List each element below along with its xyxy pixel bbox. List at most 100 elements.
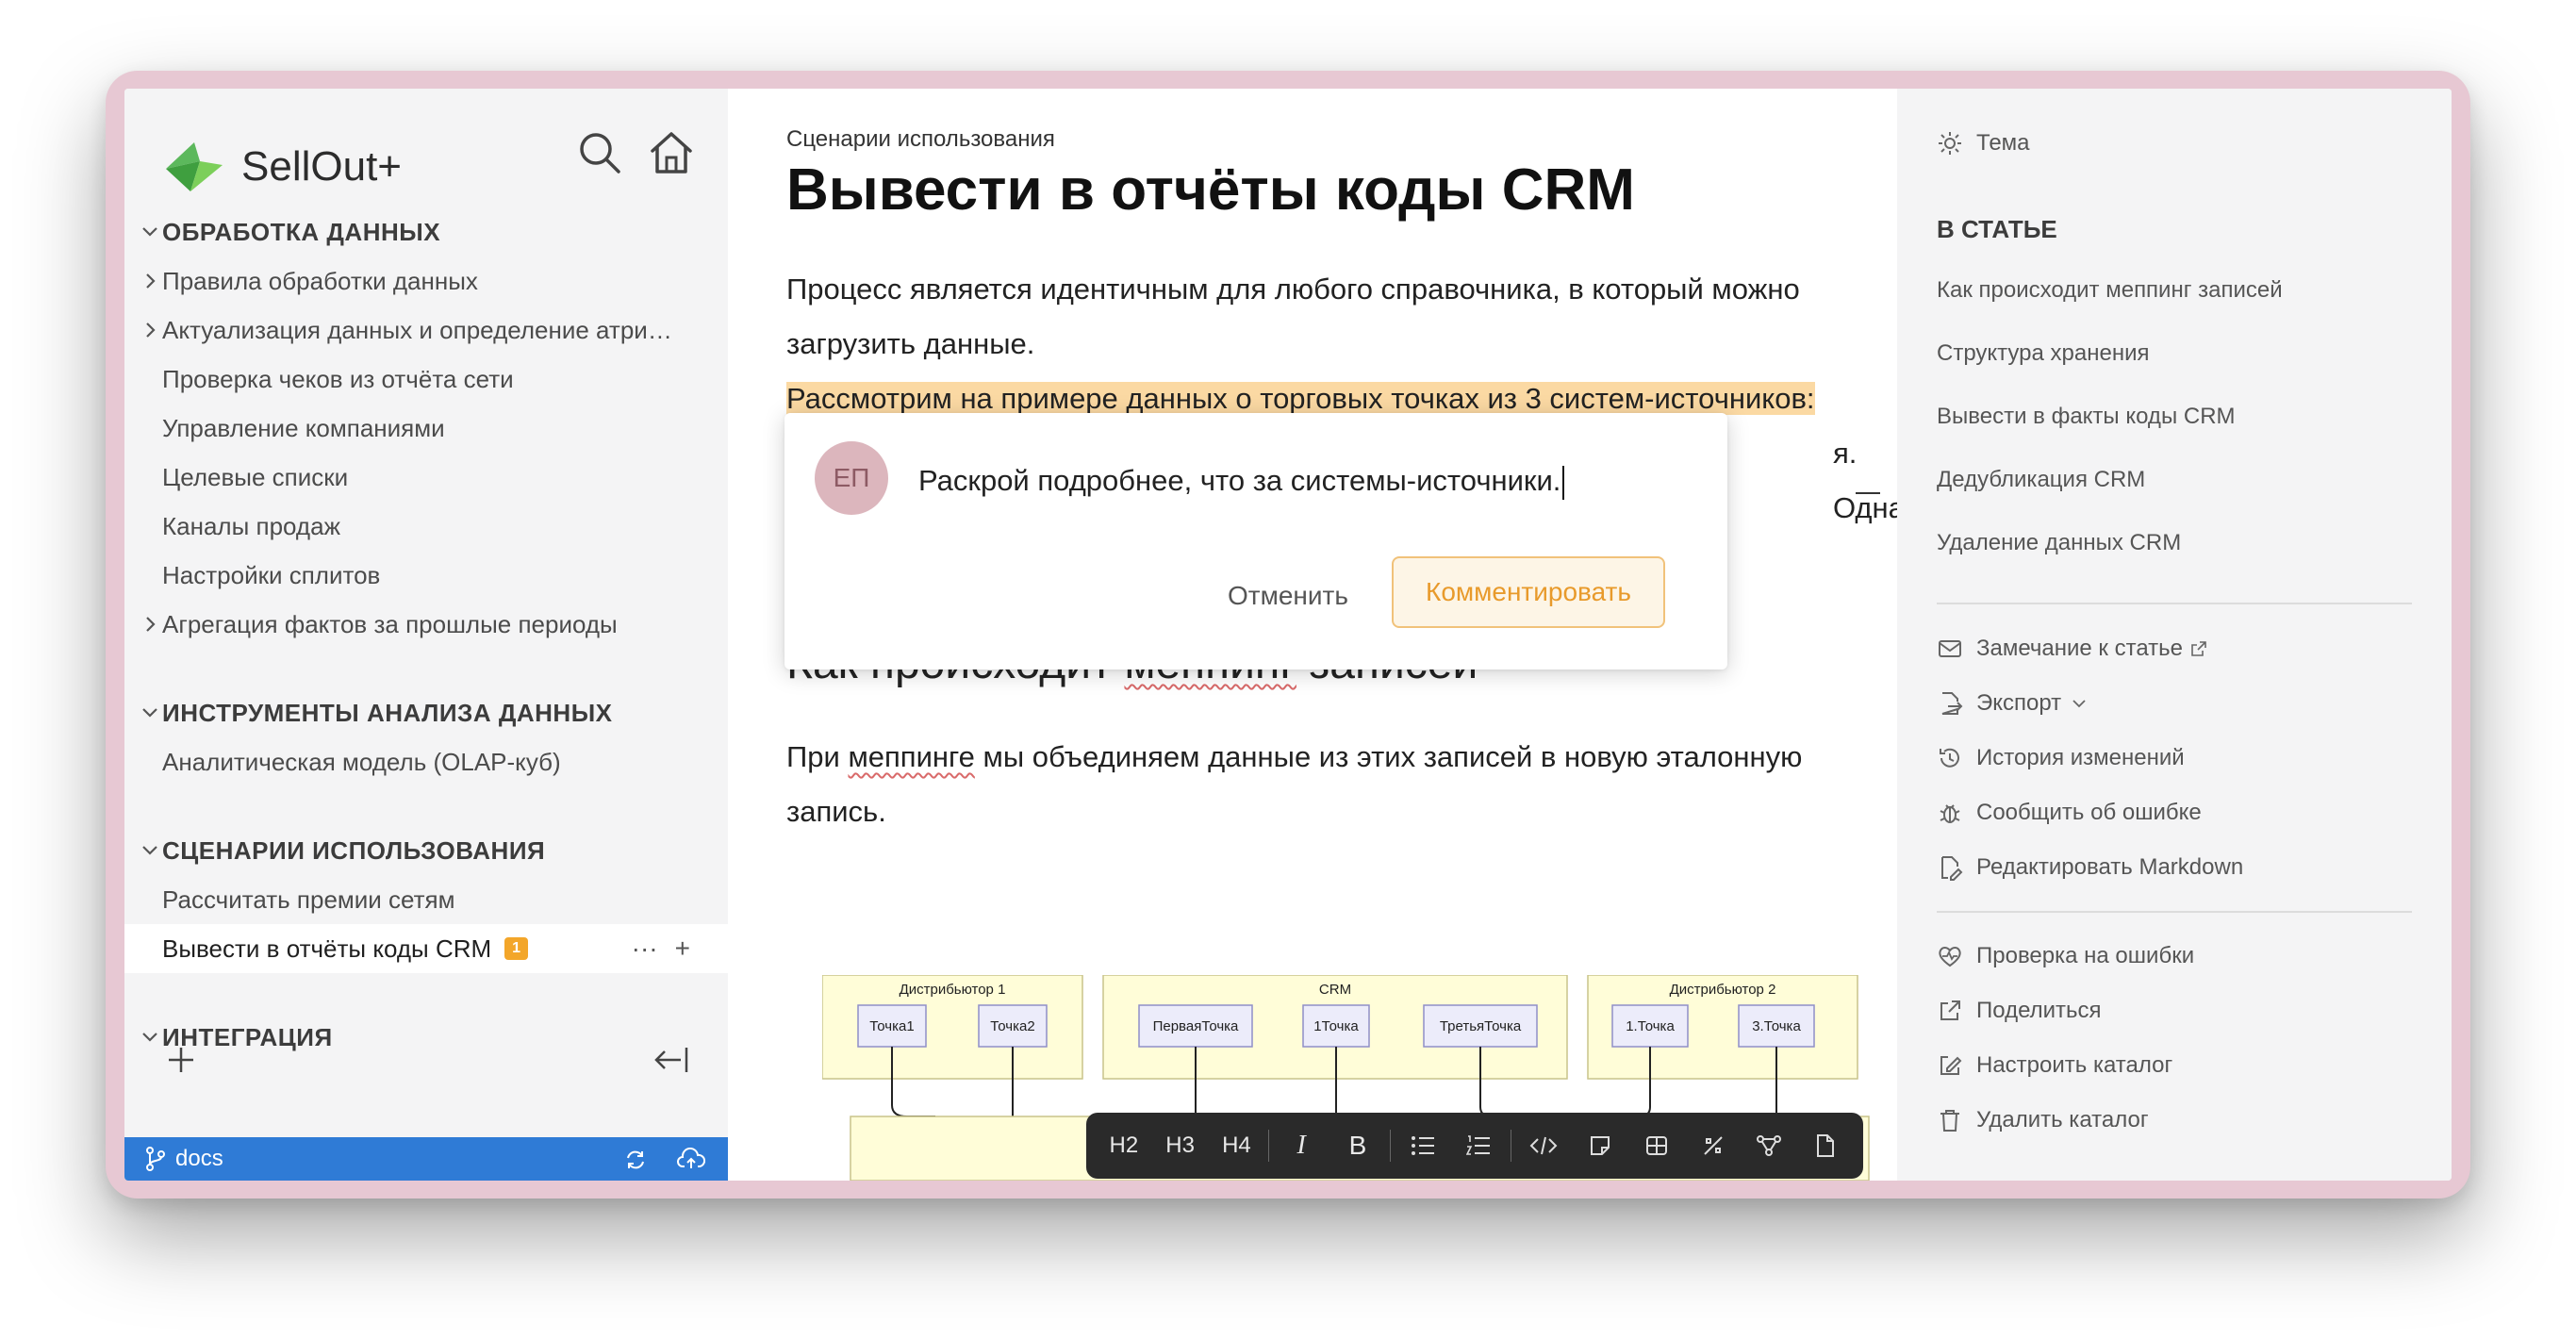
obscured-text: я. Одна (1833, 437, 1905, 524)
section-integration[interactable]: ИНТЕГРАЦИЯ (124, 1013, 728, 1062)
sidebar-item-actualization[interactable]: Актуализация данных и определение атрибу… (124, 306, 728, 355)
comment-highlight[interactable]: Рассмотрим на примере данных о торговых … (786, 382, 1815, 415)
group-title: Дистрибьютор 2 (1670, 982, 1776, 998)
section-title: ИНТЕГРАЦИЯ (162, 1022, 333, 1051)
heading-3-button[interactable]: H3 (1165, 1132, 1195, 1158)
sync-icon[interactable] (624, 1149, 647, 1171)
spellcheck-link[interactable]: Проверка на ошибки (1937, 943, 2194, 969)
heading-4-button[interactable]: H4 (1222, 1132, 1251, 1158)
history-icon (1940, 748, 1959, 768)
drawio-button[interactable] (1685, 1117, 1742, 1174)
heart-pulse-icon (1939, 947, 1961, 967)
toc-link[interactable]: Структура хранения (1937, 340, 2150, 366)
toc-link[interactable]: Удаление данных CRM (1937, 530, 2182, 555)
pencil-icon (1940, 1056, 1962, 1075)
numbered-list-button[interactable] (1451, 1117, 1508, 1174)
action-label: Проверка на ошибки (1976, 943, 2195, 968)
action-label: История изменений (1976, 745, 2185, 770)
app-window: SellOut+ ОБРАБОТКА ДАННЫХ Правила обрабо… (124, 89, 2452, 1181)
delete-catalog-link[interactable]: Удалить каталог (1937, 1107, 2149, 1133)
sidebar-item-aggregation[interactable]: Агрегация фактов за прошлые периоды (124, 600, 728, 649)
sidebar-item-sales-channels[interactable]: Каналы продаж (124, 502, 728, 551)
sidebar-item-splits[interactable]: Настройки сплитов (124, 551, 728, 600)
chevron-right-icon (146, 617, 156, 632)
toc-link[interactable]: Вывести в факты коды CRM (1937, 404, 2236, 429)
note-icon (1591, 1136, 1610, 1155)
cloud-upload-icon[interactable] (677, 1148, 705, 1172)
edit-markdown-link[interactable]: Редактировать Markdown (1937, 854, 2243, 881)
file-icon (1817, 1134, 1835, 1157)
mermaid-button[interactable] (1741, 1117, 1797, 1174)
group-title: Дистрибьютор 1 (900, 982, 1006, 998)
more-icon[interactable]: ··· (631, 934, 658, 963)
git-status-bar[interactable]: docs (124, 1137, 728, 1181)
section-data-processing[interactable]: ОБРАБОТКА ДАННЫХ (124, 207, 728, 256)
comment-input[interactable]: Раскрой подробнее, что за системы-источн… (918, 464, 1565, 500)
add-catalog-icon[interactable] (166, 1045, 196, 1075)
sidebar-item-processing-rules[interactable]: Правила обработки данных (124, 256, 728, 306)
formatting-toolbar: H2 H3 H4 I B (1086, 1113, 1863, 1179)
sidebar-item-label: Актуализация данных и определение атрибу… (162, 315, 683, 344)
toc-link[interactable]: Дедубликация CRM (1937, 467, 2146, 492)
chevron-down-icon (142, 1033, 157, 1042)
submit-comment-button[interactable]: Комментировать (1392, 556, 1665, 628)
note-button[interactable] (1572, 1117, 1628, 1174)
brand-logo-icon (166, 142, 223, 191)
heading-2-button[interactable]: H2 (1109, 1132, 1139, 1158)
sidebar-item-receipts[interactable]: Проверка чеков из отчёта сети (124, 355, 728, 404)
sidebar-item-crm-codes[interactable]: Вывести в отчёты коды CRM 1 ··· + (124, 924, 728, 973)
sun-icon (1939, 132, 1961, 155)
section-title: СЦЕНАРИИ ИСПОЛЬЗОВАНИЯ (162, 835, 546, 865)
search-icon[interactable] (575, 128, 624, 177)
sidebar-item-label: Рассчитать премии сетям (162, 884, 455, 914)
table-icon (1645, 1136, 1667, 1155)
action-label: Экспорт (1976, 690, 2062, 716)
section-use-cases[interactable]: СЦЕНАРИИ ИСПОЛЬЗОВАНИЯ (124, 826, 728, 875)
comment-popover: ЕП Раскрой подробнее, что за системы-ист… (784, 413, 1727, 670)
section-analysis-tools[interactable]: ИНСТРУМЕНТЫ АНАЛИЗА ДАННЫХ (124, 688, 728, 737)
misspelled-word[interactable]: меппинге (848, 740, 975, 773)
diagram-node: ПерваяТочка (1153, 1018, 1239, 1034)
share-link[interactable]: Поделиться (1937, 998, 2102, 1024)
article-content: Сценарии использования Вывести в отчёты … (728, 89, 1905, 1181)
row-actions: ··· + (632, 934, 690, 964)
sidebar-item-olap[interactable]: Аналитическая модель (OLAP-куб) (124, 737, 728, 786)
bullet-list-button[interactable] (1395, 1117, 1451, 1174)
export-menu[interactable]: Экспорт (1937, 690, 2088, 717)
configure-catalog-link[interactable]: Настроить каталог (1937, 1052, 2172, 1079)
italic-button[interactable]: I (1296, 1131, 1306, 1160)
diagram-node: 1Точка (1313, 1018, 1359, 1034)
brand[interactable]: SellOut+ (162, 124, 402, 209)
sidebar-item-companies[interactable]: Управление компаниями (124, 404, 728, 453)
cancel-button[interactable]: Отменить (1228, 581, 1348, 610)
file-button[interactable] (1797, 1117, 1854, 1174)
sidebar-nav: ОБРАБОТКА ДАННЫХ Правила обработки данны… (124, 207, 728, 1062)
code-icon (1529, 1136, 1558, 1155)
sidebar-item-bonuses[interactable]: Рассчитать премии сетям (124, 875, 728, 924)
theme-toggle[interactable]: Тема (1937, 130, 2030, 157)
chevron-down-icon (142, 708, 157, 718)
report-bug-link[interactable]: Сообщить об ошибке (1937, 800, 2202, 826)
history-link[interactable]: История изменений (1937, 745, 2185, 771)
home-icon[interactable] (647, 128, 696, 177)
text-caret (1562, 465, 1565, 500)
paragraph-intro: Процесс является идентичным для любого с… (786, 262, 1899, 426)
code-button[interactable] (1515, 1117, 1572, 1174)
sidebar-item-target-lists[interactable]: Целевые списки (124, 453, 728, 502)
sidebar-item-label: Каналы продаж (162, 511, 340, 540)
paragraph-line: Процесс является идентичным для любого с… (786, 273, 1800, 306)
breadcrumb[interactable]: Сценарии использования (786, 126, 1055, 152)
bug-icon (1940, 804, 1960, 823)
section-title: ОБРАБОТКА ДАННЫХ (162, 217, 441, 246)
spacer (124, 649, 728, 688)
text-fragment: При (786, 740, 849, 773)
toc-link[interactable]: Как происходит меппинг записей (1937, 277, 2283, 303)
add-icon[interactable]: + (674, 934, 690, 963)
bold-button[interactable]: B (1348, 1131, 1367, 1160)
section-title: ИНСТРУМЕНТЫ АНАЛИЗА ДАННЫХ (162, 698, 613, 727)
table-button[interactable] (1628, 1117, 1685, 1174)
text-fragment: мы объединяем данные из этих записей в н… (974, 740, 1803, 773)
collapse-sidebar-icon[interactable] (652, 1045, 690, 1075)
edit-file-icon (1941, 856, 1963, 881)
article-remark-link[interactable]: Замечание к статье (1937, 636, 2207, 662)
